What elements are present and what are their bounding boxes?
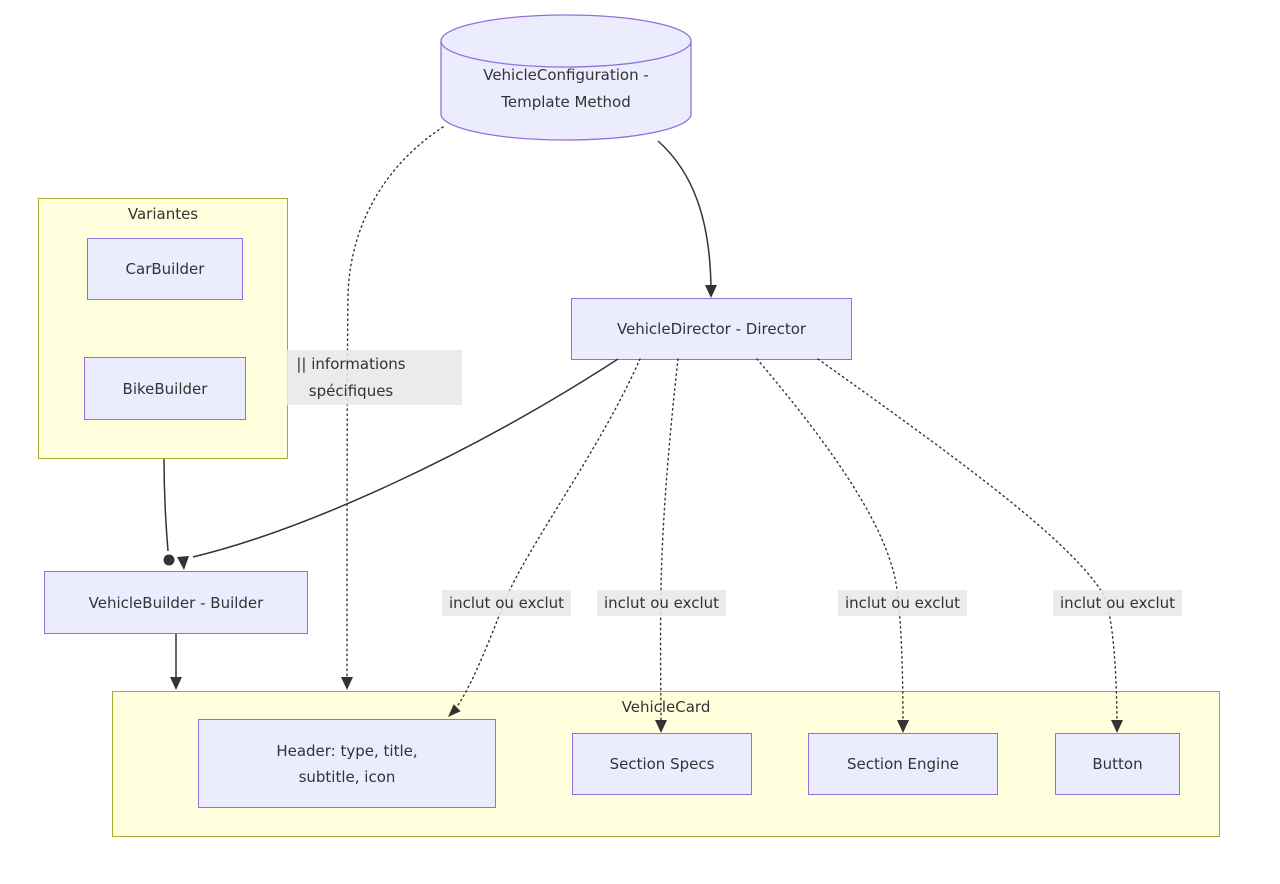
- node-section-specs-label: Section Specs: [609, 755, 715, 773]
- edge-label-informations: || informations spécifiques: [287, 350, 462, 405]
- edge-director-to-header: [452, 358, 641, 713]
- node-vehicle-builder-label: VehicleBuilder - Builder: [88, 593, 264, 612]
- arrowhead-config-to-vehicle-card: [341, 677, 353, 690]
- node-header-label: Header: type, title, subtitle, icon: [276, 741, 418, 786]
- node-section-engine: Section Engine: [808, 733, 998, 795]
- node-button: Button: [1055, 733, 1180, 795]
- node-bike-builder: BikeBuilder: [84, 357, 246, 420]
- circle-end-variantes-to-builder: [163, 554, 175, 566]
- edge-director-to-section-engine: [756, 358, 904, 728]
- edge-label-inclut-4: inclut ou exclut: [1053, 590, 1182, 616]
- cluster-vehicle-card-title: VehicleCard: [621, 698, 711, 716]
- edge-variantes-to-builder: [163, 458, 169, 552]
- node-section-engine-label: Section Engine: [847, 755, 959, 773]
- edge-label-inclut-1: inclut ou exclut: [442, 590, 571, 616]
- node-car-builder-label: CarBuilder: [125, 260, 205, 278]
- cluster-variantes-title: Variantes: [127, 205, 199, 223]
- node-vehicle-builder: VehicleBuilder - Builder: [44, 571, 308, 634]
- node-section-specs: Section Specs: [572, 733, 752, 795]
- edge-config-to-director: [657, 140, 712, 294]
- arrowhead-director-to-builder: [177, 556, 189, 570]
- arrowhead-builder-to-vehicle-card: [170, 677, 182, 690]
- node-vehicle-director: VehicleDirector - Director: [571, 298, 852, 360]
- node-header: Header: type, title, subtitle, icon: [198, 719, 496, 808]
- edge-label-inclut-3: inclut ou exclut: [838, 590, 967, 616]
- node-button-label: Button: [1092, 755, 1143, 773]
- edge-director-to-section-specs: [659, 358, 679, 728]
- node-car-builder: CarBuilder: [87, 238, 243, 300]
- arrowhead-config-to-director: [705, 285, 717, 298]
- node-vehicle-director-label: VehicleDirector - Director: [616, 320, 807, 338]
- edge-director-to-button: [817, 358, 1118, 728]
- node-vehicle-configuration-label: VehicleConfiguration - Template Method: [483, 66, 649, 111]
- edge-label-inclut-2: inclut ou exclut: [597, 590, 726, 616]
- node-bike-builder-label: BikeBuilder: [122, 379, 208, 398]
